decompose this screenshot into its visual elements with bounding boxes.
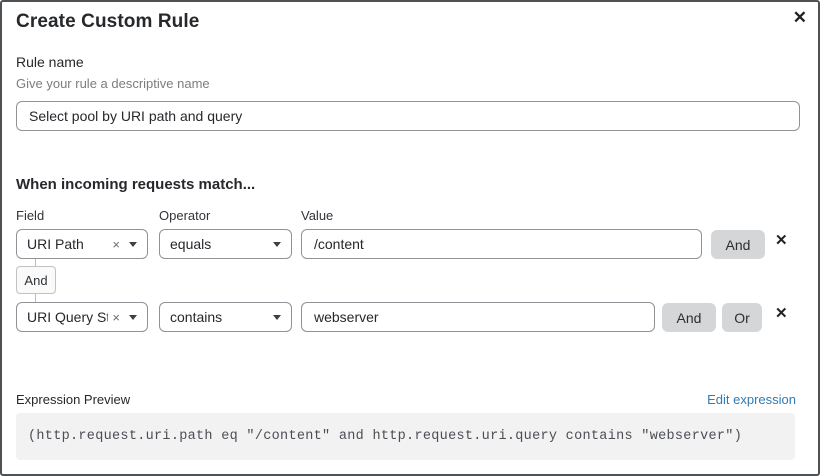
connector-and-badge: And (16, 266, 56, 294)
field-select-row1-value: URI Path (27, 236, 84, 252)
rule-name-label: Rule name (16, 54, 84, 70)
operator-select-row1[interactable]: equals (159, 229, 292, 259)
rule-name-input[interactable] (16, 101, 800, 131)
or-button-row2[interactable]: Or (722, 303, 762, 332)
connector-line-top (35, 259, 36, 266)
caret-down-icon (273, 241, 281, 247)
match-section-heading: When incoming requests match... (16, 176, 256, 193)
clear-icon[interactable]: × (112, 309, 120, 325)
field-select-row1[interactable]: URI Path × (16, 229, 148, 259)
remove-condition-icon[interactable]: ✕ (775, 305, 788, 322)
expression-code: (http.request.uri.path eq "/content" and… (28, 429, 743, 444)
expression-preview-label: Expression Preview (16, 392, 131, 407)
value-column-label: Value (301, 208, 334, 223)
expression-code-block: (http.request.uri.path eq "/content" and… (16, 413, 795, 460)
clear-icon[interactable]: × (112, 236, 120, 252)
value-input-row1[interactable] (301, 229, 702, 259)
rule-name-hint: Give your rule a descriptive name (16, 76, 210, 91)
value-input-row2[interactable] (301, 302, 655, 332)
remove-condition-icon[interactable]: ✕ (775, 232, 788, 249)
caret-down-icon (273, 314, 281, 320)
operator-select-row2[interactable]: contains (159, 302, 292, 332)
and-button-row1[interactable]: And (711, 230, 765, 259)
caret-down-icon (129, 314, 137, 320)
operator-select-row1-value: equals (170, 236, 212, 252)
caret-down-icon (129, 241, 137, 247)
close-icon[interactable]: ✕ (792, 8, 807, 27)
edit-expression-link[interactable]: Edit expression (707, 392, 796, 407)
field-column-label: Field (16, 208, 45, 223)
connector-line-bottom (35, 294, 36, 302)
operator-select-row2-value: contains (170, 309, 223, 325)
dialog-title: Create Custom Rule (16, 11, 200, 32)
operator-column-label: Operator (159, 208, 211, 223)
field-select-row2-value: URI Query St... (27, 309, 108, 325)
field-select-row2[interactable]: URI Query St... × (16, 302, 148, 332)
and-button-row2[interactable]: And (662, 303, 716, 332)
